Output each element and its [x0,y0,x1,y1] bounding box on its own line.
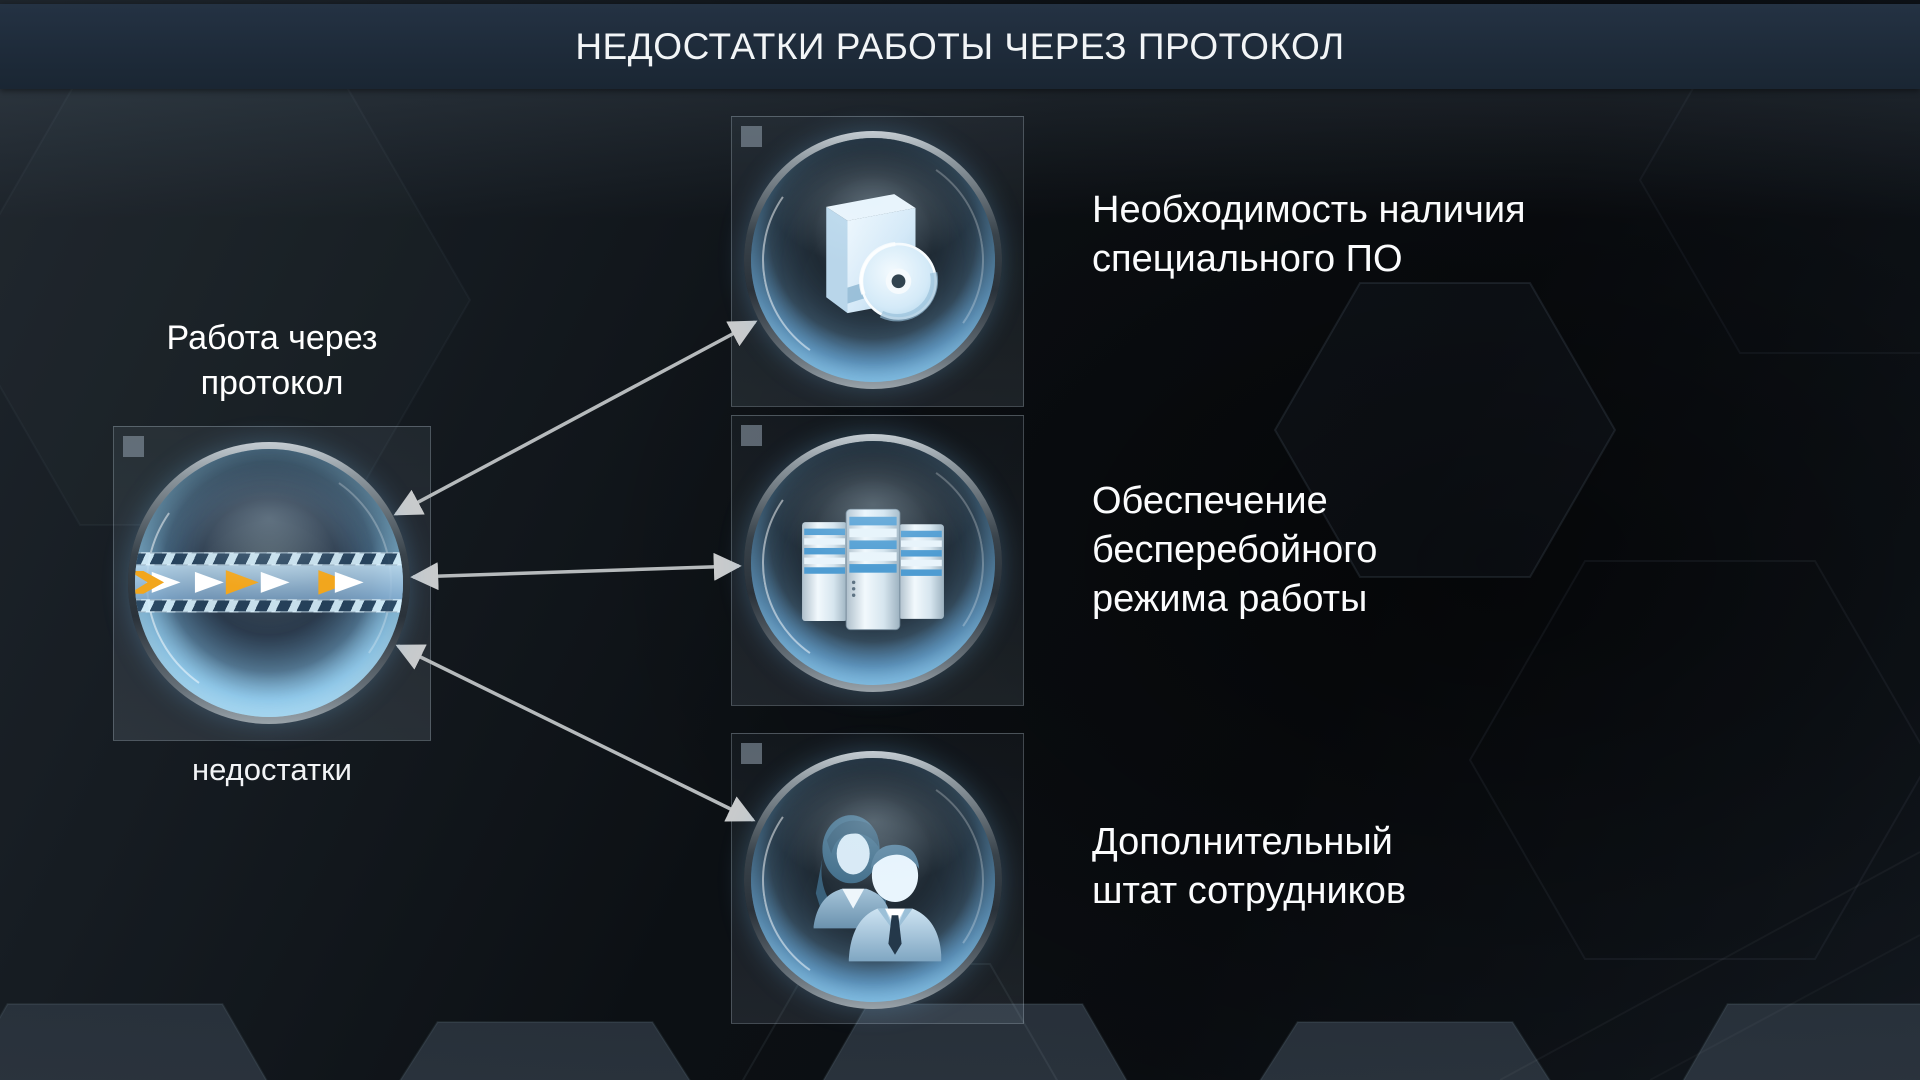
item-label-software: Необходимость наличия специального ПО [1092,189,1526,280]
server-rack-icon [802,508,944,631]
tile-corner-marker [741,425,762,446]
software-orb [744,131,1002,389]
protocol-stream-icon [135,552,403,613]
item-label-servers: Обеспечение бесперебойного режима работы [1092,480,1378,620]
tile-corner-marker [741,126,762,147]
source-node [113,426,431,741]
item-node-software [731,116,1024,407]
staff-orb [744,751,1002,1009]
slide-title: НЕДОСТАТКИ РАБОТЫ ЧЕРЕЗ ПРОТОКОЛ [575,25,1345,67]
staff-people-icon [813,815,942,962]
source-node-label: Работа через протокол [166,319,378,402]
tile-corner-marker [741,743,762,764]
servers-orb [744,434,1002,692]
software-box-cd-icon [826,194,939,322]
title-bar: НЕДОСТАТКИ РАБОТЫ ЧЕРЕЗ ПРОТОКОЛ [0,4,1920,89]
item-node-staff [731,733,1024,1024]
source-orb [128,442,410,724]
stream-arrows-icon [135,570,364,595]
source-node-caption: недостатки [192,752,352,787]
item-label-staff: Дополнительный штат сотрудников [1092,821,1407,912]
tile-corner-marker [123,436,144,457]
item-node-servers [731,415,1024,706]
